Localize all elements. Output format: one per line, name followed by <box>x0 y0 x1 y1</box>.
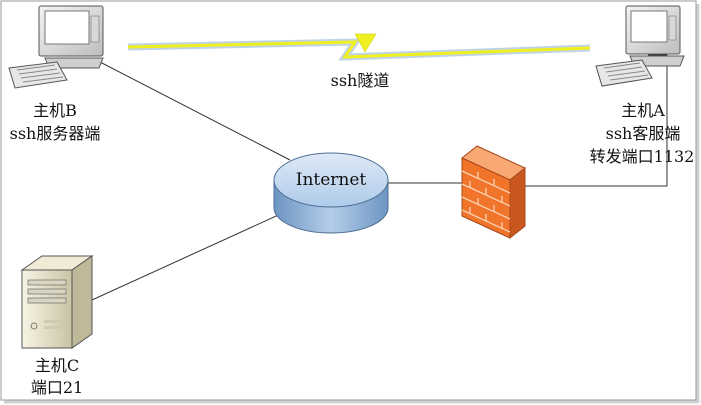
desktop-computer-icon <box>8 5 104 89</box>
desktop-computer-icon <box>595 5 685 87</box>
link-hostc-internet <box>91 211 286 301</box>
host-a-port: 转发端口1132 <box>589 147 695 166</box>
host-b-name: 主机B <box>33 101 77 120</box>
tower-server-icon <box>20 255 94 349</box>
internet-label: Internet <box>295 170 367 190</box>
network-cylinder-icon <box>273 152 389 234</box>
link-hostb-internet <box>99 61 291 161</box>
host-a-name: 主机A <box>621 101 665 120</box>
brick-firewall-icon <box>461 145 526 240</box>
ssh-tunnel-bolt <box>127 33 591 61</box>
connection-lines <box>91 54 668 301</box>
host-b-role: ssh服务器端 <box>9 124 101 143</box>
tunnel-label: ssh隧道 <box>330 71 390 90</box>
host-a-role: ssh客服端 <box>605 124 681 143</box>
link-firewall-hosta <box>522 54 668 187</box>
host-c-port: 端口21 <box>30 378 84 397</box>
host-c-name: 主机C <box>34 356 80 375</box>
